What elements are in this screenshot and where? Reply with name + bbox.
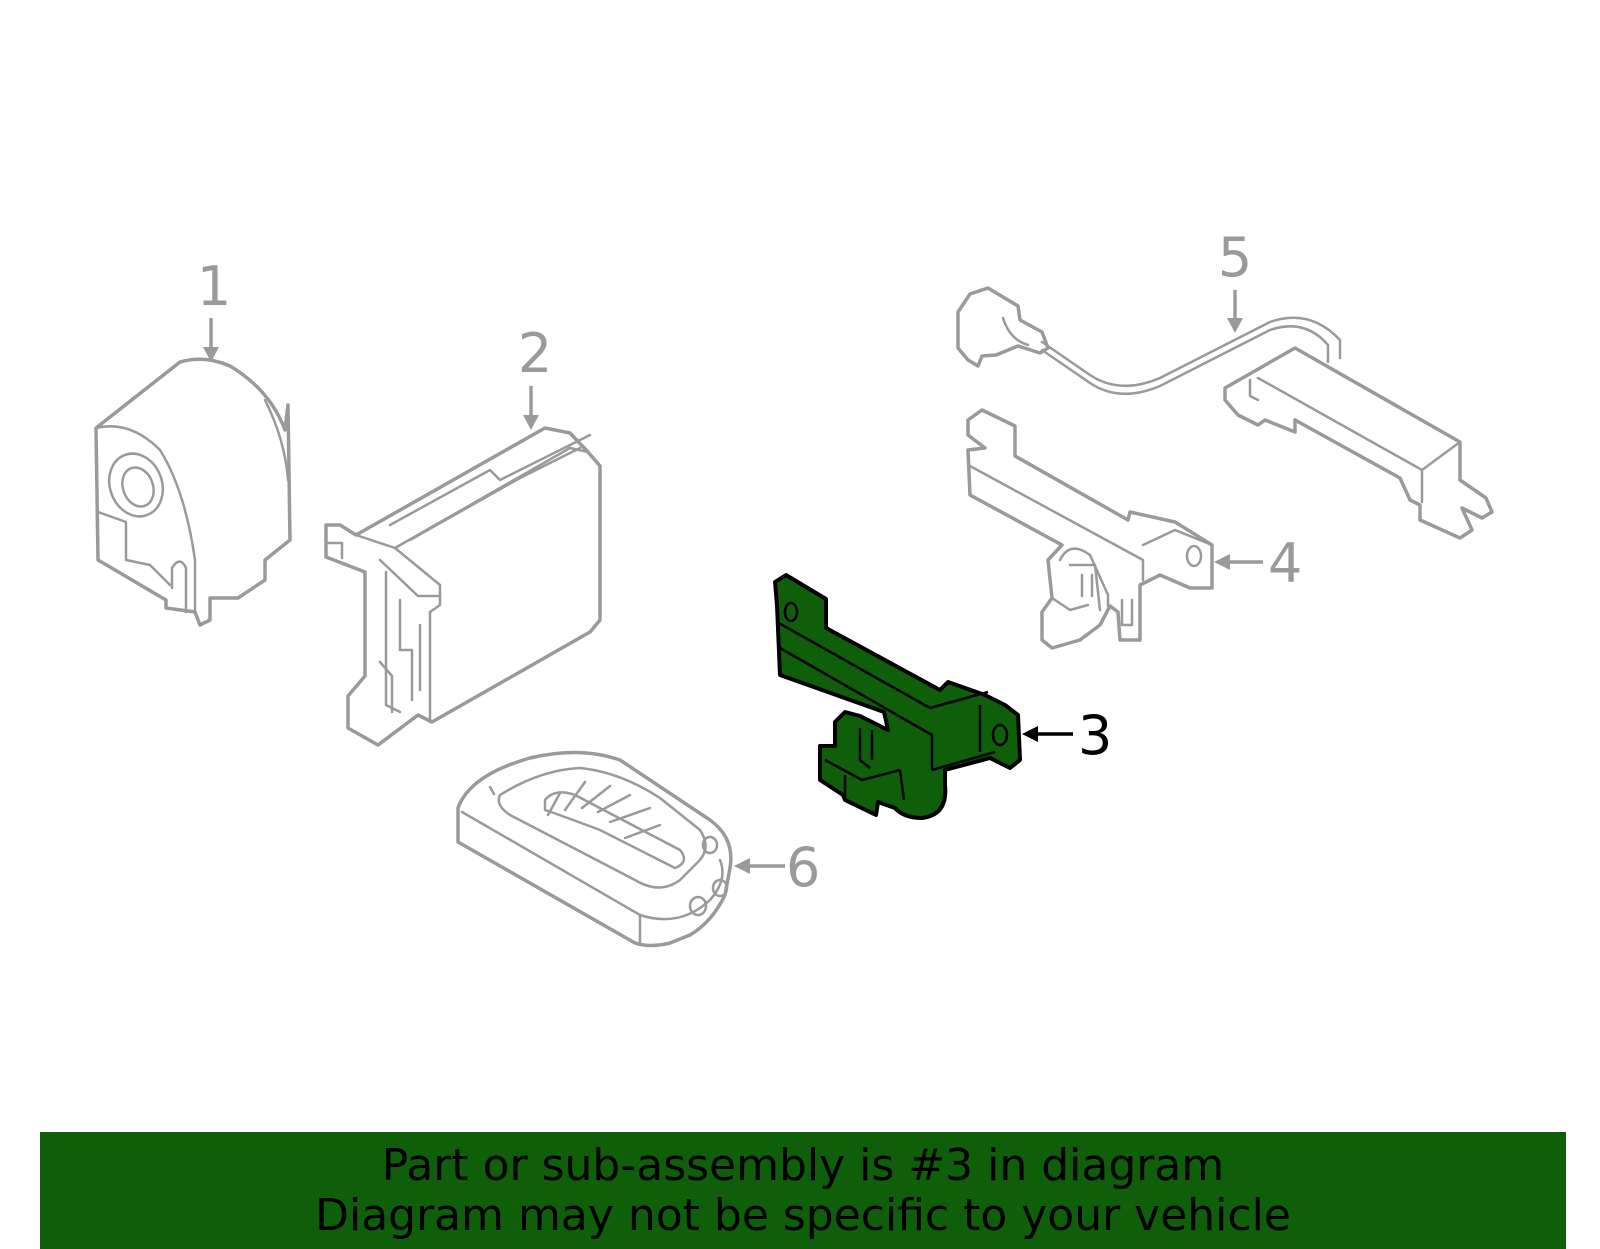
callout-label-2: 2 (518, 322, 552, 385)
callout-label-3: 3 (1078, 704, 1112, 767)
callout-arrow-4 (1214, 554, 1263, 570)
part-2-drawing (324, 426, 602, 747)
callout-arrow-5 (1227, 290, 1243, 333)
callout-label-4: 4 (1268, 532, 1302, 595)
part-5-drawing (956, 286, 1494, 540)
callout-arrow-2 (523, 386, 539, 430)
info-banner: Part or sub-assembly is #3 in diagram Di… (40, 1132, 1566, 1249)
callout-label-6: 6 (786, 836, 820, 899)
part-6-drawing (456, 750, 733, 948)
callout-label-5: 5 (1218, 226, 1252, 289)
part-4-drawing (966, 408, 1214, 650)
part-1-drawing (94, 357, 292, 627)
callout-arrow-3 (1022, 726, 1073, 742)
callout-arrow-6 (734, 858, 785, 874)
part-3-drawing (773, 573, 1022, 820)
callout-label-1: 1 (197, 255, 231, 318)
banner-line-part: Part or sub-assembly is #3 in diagram (381, 1139, 1225, 1191)
banner-line-disclaimer: Diagram may not be specific to your vehi… (315, 1189, 1291, 1241)
callout-arrow-1 (203, 318, 219, 362)
